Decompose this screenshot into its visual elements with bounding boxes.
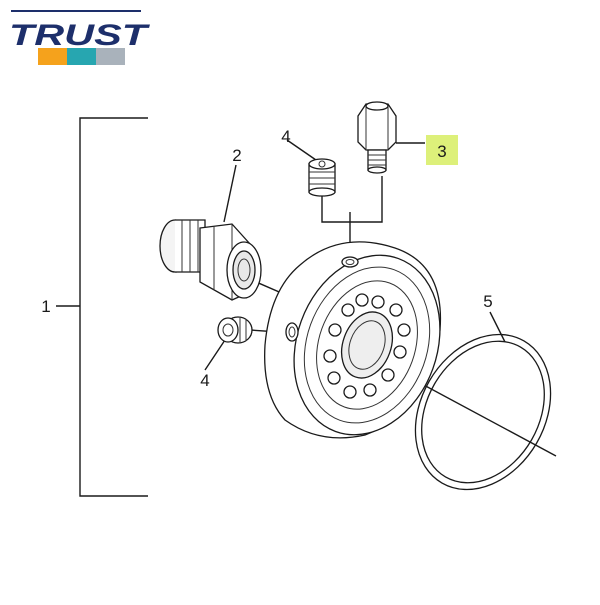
logo-grey-block <box>96 48 125 65</box>
callout-5: 5 <box>483 292 492 311</box>
brand-logo: TRUST <box>9 10 151 65</box>
oil-sandwich-plate <box>264 241 442 439</box>
oil-passage-holes <box>323 293 411 399</box>
callout-2: 2 <box>232 146 241 165</box>
brand-logo-wordmark: TRUST <box>9 19 151 52</box>
callout-3-highlight: 3 <box>426 135 458 165</box>
sandwich-block-nipple <box>159 219 262 301</box>
logo-top-bar <box>11 10 141 12</box>
callout-3: 3 <box>437 142 446 161</box>
sensor-adapter-fitting <box>357 101 397 174</box>
callout-4-lower: 4 <box>200 371 209 390</box>
logo-teal-block <box>67 48 96 65</box>
logo-orange-block <box>38 48 67 65</box>
side-port <box>285 322 299 342</box>
threaded-plug-lower <box>217 316 253 344</box>
o-ring-gasket <box>414 333 552 491</box>
callout-4-upper: 4 <box>281 127 290 146</box>
callout-3-highlight-box <box>426 135 458 165</box>
callout-1: 1 <box>41 297 50 316</box>
threaded-plug-upper <box>308 158 336 197</box>
assembly-bracket <box>56 117 148 497</box>
top-port <box>341 256 359 268</box>
